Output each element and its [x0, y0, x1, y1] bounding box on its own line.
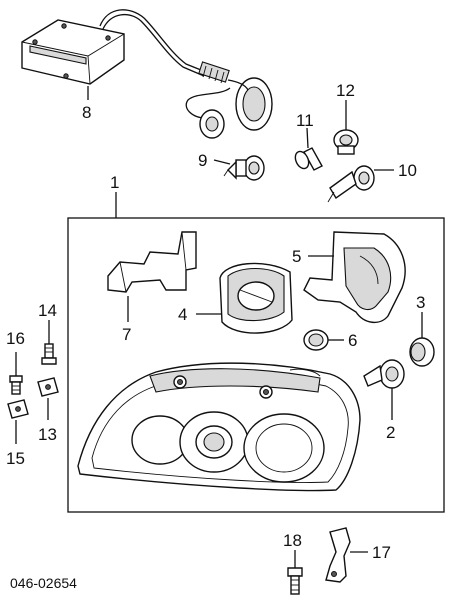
callout-1: 1 — [110, 173, 119, 192]
part-14-bolt — [41, 343, 57, 365]
diagram-code: 046-02654 — [10, 575, 77, 591]
part-5-reflector-housing — [303, 231, 406, 323]
part-2-bulb-socket — [363, 359, 405, 389]
callout-15: 15 — [6, 449, 25, 468]
callout-6: 6 — [348, 331, 357, 350]
callout-9: 9 — [198, 151, 207, 170]
part-9-xenon-bulb — [223, 155, 265, 181]
harness-corrugation — [198, 61, 230, 84]
part-12-bulb-socket — [333, 129, 359, 155]
callout-12: 12 — [336, 81, 355, 100]
part-7-bracket — [107, 231, 197, 293]
callout-8: 8 — [82, 103, 91, 122]
part-10-halogen-bulb — [327, 165, 375, 203]
part-18-bolt — [287, 567, 303, 595]
callout-11: 11 — [296, 111, 314, 130]
callout-3: 3 — [416, 293, 425, 312]
part-11-small-bulb — [294, 147, 323, 171]
callout-16: 16 — [6, 329, 25, 348]
leader-9 — [213, 159, 231, 165]
part-4-projector-module — [219, 262, 293, 334]
part-17-bracket — [325, 527, 351, 583]
callout-7: 7 — [122, 325, 131, 344]
callout-2: 2 — [386, 423, 395, 442]
callout-10: 10 — [398, 161, 417, 180]
part-16-screw — [9, 375, 23, 395]
part-8-ballast-unit — [21, 9, 273, 139]
part-3-cap — [409, 337, 435, 367]
part-13-clip-nut — [37, 377, 59, 397]
part-15-clip-nut — [7, 399, 29, 419]
headlamp-body — [77, 362, 361, 492]
callout-13: 13 — [38, 425, 57, 444]
callout-4: 4 — [178, 305, 187, 324]
callout-18: 18 — [283, 531, 302, 550]
callout-5: 5 — [292, 247, 301, 266]
callout-17: 17 — [372, 543, 391, 562]
callout-14: 14 — [38, 301, 57, 320]
part-6-seal-ring — [303, 329, 329, 351]
lamp-connector — [199, 109, 225, 139]
leader-11 — [306, 127, 309, 149]
headlamp-assembly-frame — [67, 217, 445, 513]
